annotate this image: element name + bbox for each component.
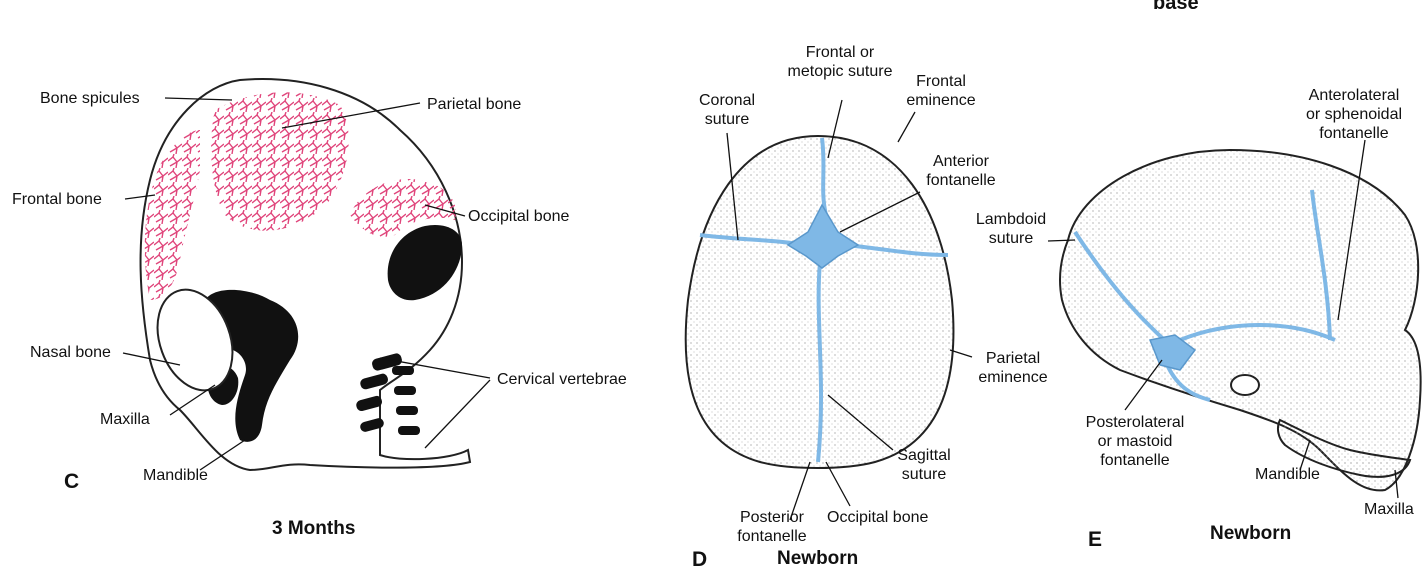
label-posterolateral-fontanelle: Posterolateral or mastoid fontanelle [1070, 413, 1200, 470]
label-maxilla-c: Maxilla [100, 410, 150, 429]
label-posterior-fontanelle: Posterior fontanelle [724, 508, 820, 546]
label-anterolateral-fontanelle: Anterolateral or sphenoidal fontanelle [1290, 86, 1418, 143]
panel-e-orbit [1231, 375, 1259, 395]
label-anterior-fontanelle: Anterior fontanelle [912, 152, 1010, 190]
label-parietal-bone: Parietal bone [427, 95, 521, 114]
cervical-vertebrae-drawing [355, 352, 420, 435]
label-bone-spicules: Bone spicules [40, 89, 140, 108]
frontal-bone-ossification [145, 130, 200, 300]
caption-3-months: 3 Months [272, 518, 355, 540]
label-mandible-c: Mandible [143, 466, 208, 485]
label-sagittal-suture: Sagittal suture [884, 446, 964, 484]
label-cervical-vertebrae: Cervical vertebrae [497, 370, 627, 389]
label-coronal-suture: Coronal suture [684, 91, 770, 129]
label-frontal-eminence: Frontal eminence [895, 72, 987, 110]
label-mandible-e: Mandible [1255, 465, 1320, 484]
label-lambdoid-suture: Lambdoid suture [968, 210, 1054, 248]
label-occipital-bone-c: Occipital bone [468, 207, 569, 226]
caption-newborn-e: Newborn [1210, 523, 1291, 545]
panel-letter-d: D [692, 548, 707, 572]
label-frontal-metopic-suture: Frontal or metopic suture [770, 43, 910, 81]
label-occipital-bone-d: Occipital bone [827, 508, 928, 527]
caption-newborn-d: Newborn [777, 548, 858, 570]
occipital-black-region [388, 225, 462, 300]
label-frontal-bone: Frontal bone [12, 190, 102, 209]
label-parietal-eminence: Parietal eminence [968, 349, 1058, 387]
label-maxilla-e: Maxilla [1364, 500, 1414, 519]
parietal-bone-ossification [211, 92, 349, 230]
label-nasal-bone: Nasal bone [30, 343, 111, 362]
panel-letter-e: E [1088, 528, 1102, 552]
panel-c-skull-drawing [141, 79, 470, 470]
top-cropped-word: base [1153, 0, 1199, 13]
panel-letter-c: C [64, 470, 79, 494]
